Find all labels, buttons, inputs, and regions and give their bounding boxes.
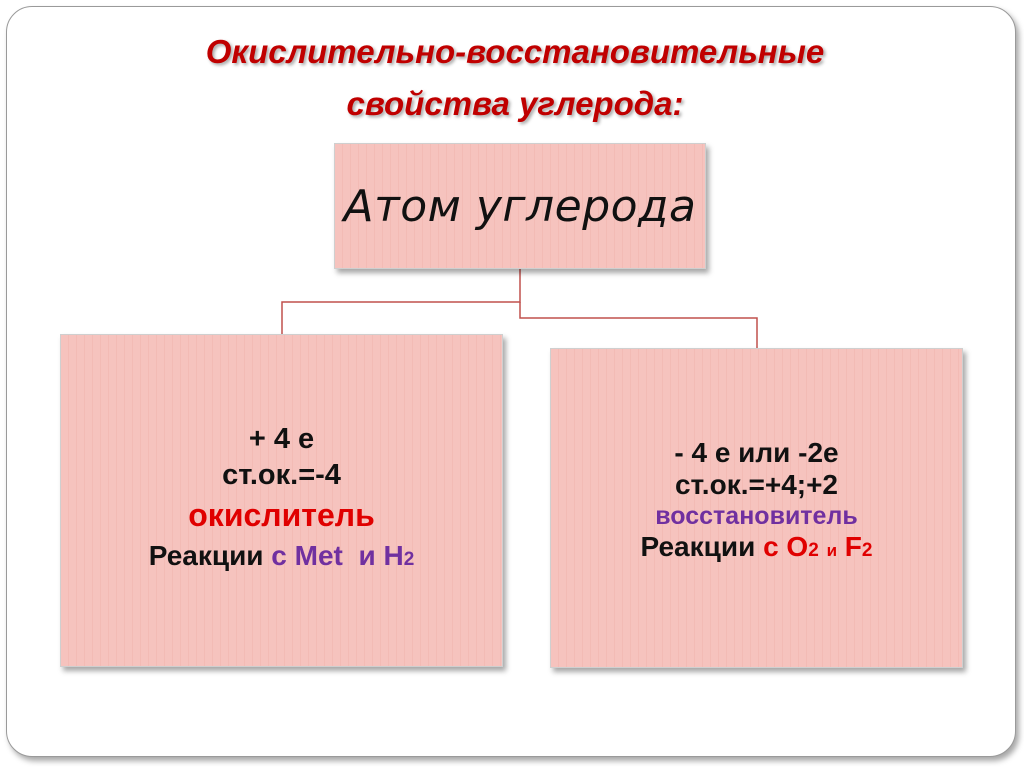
oxidizer-node-content: + 4 е ст.ок.=-4 окислитель Реакции с Met…: [61, 421, 502, 579]
title-line-2: свойства углерода:: [346, 85, 684, 122]
oxidizer-reactions: Реакции с Met и Н2: [61, 537, 502, 579]
hydrogen-index: 2: [403, 549, 415, 570]
root-node-label: Атом углерода: [343, 180, 697, 232]
reducer-electron-change: - 4 е или -2е: [674, 437, 839, 468]
reducer-reactions-prefix: Реакции: [640, 531, 756, 562]
reducer-reactions: Реакции с О2 и F2: [551, 531, 962, 567]
reducer-reagent-fluorine: F2: [845, 531, 873, 562]
slide-title: Окислительно-восстановительные свойства …: [130, 26, 900, 130]
oxidizer-reactions-with: с: [271, 540, 287, 571]
oxidizer-node: + 4 е ст.ок.=-4 окислитель Реакции с Met…: [60, 334, 503, 667]
oxidizer-reagent-hydrogen: Н2: [383, 540, 414, 571]
oxidizer-reactions-prefix: Реакции: [148, 540, 264, 571]
oxygen-index: 2: [808, 540, 819, 561]
reducer-oxidation-state: ст.ок.=+4;+2: [674, 469, 839, 500]
reducer-node: - 4 е или -2е ст.ок.=+4;+2 восстановител…: [550, 348, 963, 668]
connector-left: [281, 269, 521, 334]
fluorine-index: 2: [861, 540, 873, 561]
oxidizer-reagent-metal: Met: [294, 540, 343, 571]
connector-right: [519, 302, 758, 348]
root-node-carbon-atom: Атом углерода: [334, 143, 706, 269]
reducer-role-label: восстановитель: [655, 502, 858, 530]
hydrogen-symbol: Н: [383, 540, 404, 571]
reducer-reagent-oxygen: О2: [786, 531, 818, 562]
oxidizer-oxidation-state: ст.ок.=-4: [222, 459, 341, 491]
oxidizer-electron-change: + 4 е: [248, 423, 315, 455]
oxidizer-role-label: окислитель: [188, 497, 375, 533]
oxygen-symbol: О: [786, 531, 809, 562]
fluorine-symbol: F: [844, 531, 862, 562]
reducer-node-content: - 4 е или -2е ст.ок.=+4;+2 восстановител…: [551, 437, 962, 567]
reducer-reactions-and: и: [826, 541, 838, 560]
title-line-1: Окислительно-восстановительные: [205, 33, 825, 70]
reducer-reactions-with: с: [763, 531, 779, 562]
oxidizer-reactions-and: и: [358, 540, 376, 571]
